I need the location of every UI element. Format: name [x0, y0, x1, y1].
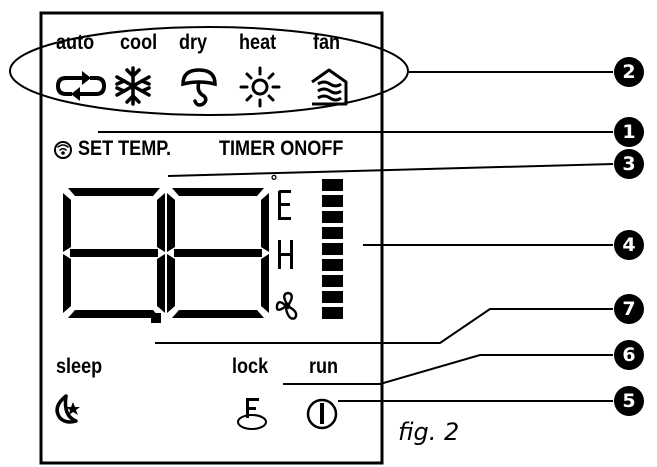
figure-caption: fig. 2	[398, 418, 460, 446]
decimal-point	[151, 313, 161, 323]
callout-badge-4: 4	[614, 230, 644, 260]
fan-house-icon	[311, 68, 348, 106]
cycle-arrows-icon	[56, 71, 106, 101]
snowflake-icon	[115, 66, 151, 106]
power-icon	[306, 398, 338, 430]
mode-label-heat: heat	[239, 31, 277, 54]
fan-blade-icon	[275, 291, 298, 320]
mode-label-fan: fan	[313, 31, 341, 54]
seven-segment-digit-1	[63, 188, 165, 318]
fan-speed-bars	[322, 179, 343, 319]
sleep-label: sleep	[56, 355, 103, 378]
degree-symbol: °	[270, 172, 278, 191]
lock-label: lock	[232, 355, 269, 378]
signal-icon	[54, 141, 72, 159]
leader-line-3	[167, 163, 614, 177]
run-label: run	[309, 355, 339, 378]
callout-badge-6: 6	[614, 340, 644, 370]
seven-segment-digit-2	[167, 188, 269, 318]
letter-e-segments	[278, 190, 291, 220]
drop-icon	[181, 68, 217, 107]
mode-label-cool: cool	[120, 31, 158, 54]
callout-badge-2: 2	[614, 57, 644, 87]
callout-badge-5: 5	[614, 386, 644, 416]
mode-group-ellipse	[9, 26, 409, 116]
timer-onoff-label: TIMER ONOFF	[219, 137, 344, 160]
set-temp-label: SET TEMP.	[78, 137, 172, 160]
sun-icon	[239, 66, 281, 108]
mode-label-dry: dry	[179, 31, 208, 54]
leader-line-6	[283, 354, 613, 385]
lock-key-icon	[237, 398, 267, 430]
mode-label-auto: auto	[56, 31, 95, 54]
callout-badge-7: 7	[614, 294, 644, 324]
letter-h-segments	[278, 240, 293, 269]
display-frame	[39, 11, 384, 465]
moon-star-icon	[55, 394, 80, 424]
callout-badge-3: 3	[614, 149, 644, 179]
callout-badge-1: 1	[614, 117, 644, 147]
leader-line-7	[155, 308, 613, 344]
